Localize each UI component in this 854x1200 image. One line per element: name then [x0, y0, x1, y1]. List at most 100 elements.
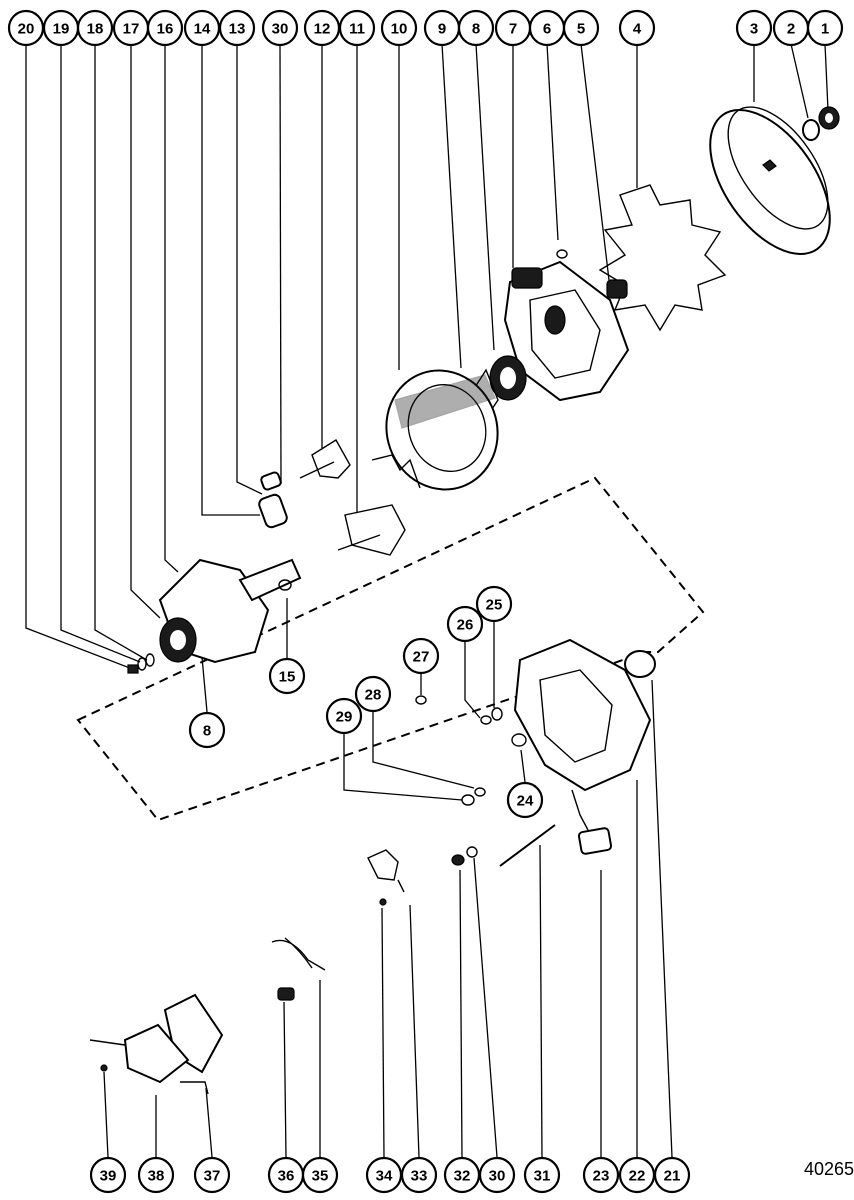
callout-circle [268, 657, 306, 695]
callout-circle [137, 1156, 175, 1194]
callout-bottom-7: 32 [443, 1156, 481, 1194]
callout-label: 6 [543, 21, 551, 38]
assembly-boundary [76, 476, 705, 822]
callout-label: 7 [509, 21, 517, 38]
callout-bottom-3: 36 [267, 1156, 305, 1194]
callout-circle [653, 1156, 691, 1194]
callout-label: 2 [787, 21, 795, 38]
callout-circle [806, 9, 844, 47]
nuts-and-washers [451, 846, 478, 866]
callout-label: 8 [472, 21, 480, 38]
callout-circle [618, 9, 656, 47]
figure-number: 40265 [803, 1159, 854, 1179]
o-ring-seal [624, 650, 656, 678]
callout-circle [338, 9, 376, 47]
callout-label: 22 [629, 1168, 646, 1185]
callout-label: 28 [365, 687, 382, 704]
pulley [709, 106, 831, 255]
callout-circle [735, 9, 773, 47]
callout-label: 18 [87, 21, 104, 38]
callout-bottom-5: 34 [365, 1156, 403, 1194]
callout-circle [523, 1156, 561, 1194]
slip-ring-washers [127, 653, 155, 674]
callout-circle [475, 585, 513, 623]
callout-label: 30 [272, 21, 289, 38]
callout-circle [582, 1156, 620, 1194]
callout-bottom-8: 30 [478, 1156, 516, 1194]
callout-label: 25 [486, 597, 503, 614]
lock-washer [802, 119, 820, 141]
brush-clip [367, 849, 405, 906]
callout-middle-7: 24 [506, 781, 544, 819]
leader-lines [25, 43, 829, 1158]
callout-middle-5: 29 [325, 697, 363, 735]
callout-label: 11 [349, 21, 365, 38]
callout-label: 31 [534, 1168, 551, 1185]
callout-circle [193, 1156, 231, 1194]
callout-label: 17 [123, 21, 140, 38]
callout-circle [562, 9, 600, 47]
stator [371, 369, 499, 491]
pulley-nut [818, 106, 840, 130]
callout-middle-1: 15 [268, 657, 306, 695]
callout-bottom-4: 35 [301, 1156, 339, 1194]
callout-label: 10 [391, 21, 408, 38]
callout-bottom-11: 22 [618, 1156, 656, 1194]
callout-label: 30 [489, 1168, 506, 1185]
callout-label: 33 [411, 1168, 428, 1185]
callout-top-4: 16 [146, 9, 184, 47]
callout-middle-4: 25 [475, 585, 513, 623]
callout-circle [89, 1156, 127, 1194]
callout-top-15: 5 [562, 9, 600, 47]
callout-top-17: 3 [735, 9, 773, 47]
callout-bottom-10: 23 [582, 1156, 620, 1194]
callout-bottom-12: 21 [653, 1156, 691, 1194]
through-bolt [499, 824, 556, 867]
callout-circle [354, 675, 392, 713]
callout-label: 36 [278, 1168, 295, 1185]
callout-bottom-2: 37 [193, 1156, 231, 1194]
bushing [258, 493, 288, 529]
callout-middle-2: 27 [402, 637, 440, 675]
callout-circle [457, 9, 495, 47]
callout-label: 23 [593, 1168, 610, 1185]
callout-label: 9 [438, 21, 446, 38]
rotor-spacer-ring [278, 579, 292, 591]
callout-label: 3 [750, 21, 758, 38]
capacitor [571, 789, 613, 855]
callout-label: 5 [577, 21, 585, 38]
callout-top-16: 4 [618, 9, 656, 47]
callout-label: 24 [517, 793, 534, 810]
rectifier-bridge [337, 504, 406, 556]
callout-circle [506, 781, 544, 819]
callout-label: 4 [633, 21, 642, 38]
callout-top-0: 20 [7, 9, 45, 47]
callout-top-6: 13 [218, 9, 256, 47]
wiring-lead [271, 937, 326, 1001]
callout-top-11: 9 [423, 9, 461, 47]
callout-top-1: 19 [42, 9, 80, 47]
callout-circle [446, 605, 484, 643]
callout-circle [325, 697, 363, 735]
callout-top-18: 2 [772, 9, 810, 47]
callout-label: 13 [229, 21, 246, 38]
bearing [489, 355, 527, 401]
callout-top-14: 6 [528, 9, 566, 47]
callout-label: 14 [194, 21, 211, 38]
callout-label: 29 [336, 709, 353, 726]
callout-label: 16 [157, 21, 174, 38]
regulator-assembly [89, 993, 224, 1095]
callout-label: 26 [457, 617, 474, 634]
callouts-middle: 8 15 27 26 25 29 28 24 [188, 585, 544, 819]
callout-middle-6: 28 [354, 675, 392, 713]
callout-label: 8 [203, 723, 211, 740]
callout-top-7: 30 [261, 9, 299, 47]
callout-circle [380, 9, 418, 47]
callout-label: 21 [664, 1168, 681, 1185]
callout-bottom-1: 38 [137, 1156, 175, 1194]
fan [598, 184, 727, 332]
callout-circle [301, 1156, 339, 1194]
